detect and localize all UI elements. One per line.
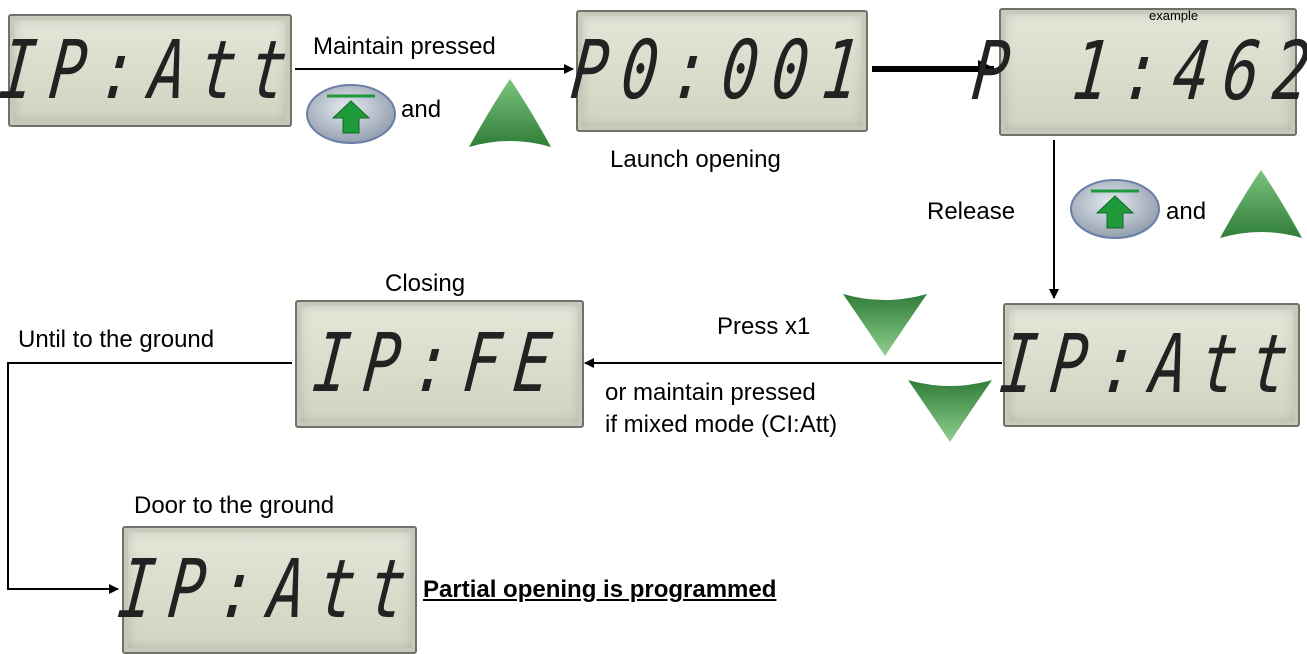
label-and-2: and xyxy=(1166,198,1207,225)
label-closing: Closing xyxy=(385,270,466,297)
lcd-text-3: P 1:462 xyxy=(967,24,1307,120)
lcd-text-4: IP:Att xyxy=(996,317,1307,413)
label-launch-opening: Launch opening xyxy=(610,146,781,173)
label-release: Release xyxy=(927,198,1016,225)
label-mixed-mode: if mixed mode (CI:Att) xyxy=(605,411,838,438)
lcd-text-5: IP:FE xyxy=(309,316,570,412)
up-triangle-icon-2 xyxy=(1220,170,1302,238)
label-press-x1: Press x1 xyxy=(717,313,811,340)
lcd-display-6: IP:Att xyxy=(114,526,425,654)
lcd-text-6: IP:Att xyxy=(114,542,425,638)
label-maintain-pressed: Maintain pressed xyxy=(313,33,496,60)
label-or-maintain: or maintain pressed xyxy=(605,379,816,406)
lcd-display-5: IP:FE xyxy=(295,300,584,428)
label-until-ground: Until to the ground xyxy=(18,326,215,353)
lcd-display-4: IP:Att xyxy=(996,303,1307,427)
lcd-display-1: IP:Att xyxy=(0,14,305,127)
label-and-1: and xyxy=(401,96,442,123)
lcd-text-1: IP:Att xyxy=(0,23,306,118)
up-triangle-icon xyxy=(469,79,551,147)
lcd-display-2: P0:001 xyxy=(567,10,877,132)
lcd-display-3: P 1:462 xyxy=(968,8,1307,136)
up-arrow-button-icon xyxy=(306,84,396,144)
label-programmed: Partial opening is programmed xyxy=(423,576,777,603)
lcd-text-2: P0:001 xyxy=(566,23,878,119)
up-arrow-button-icon-2 xyxy=(1070,179,1160,239)
down-triangle-icon xyxy=(843,294,927,356)
label-example: example xyxy=(1149,8,1199,23)
down-triangle-icon-2 xyxy=(908,380,992,442)
label-door-ground: Door to the ground xyxy=(134,492,335,519)
